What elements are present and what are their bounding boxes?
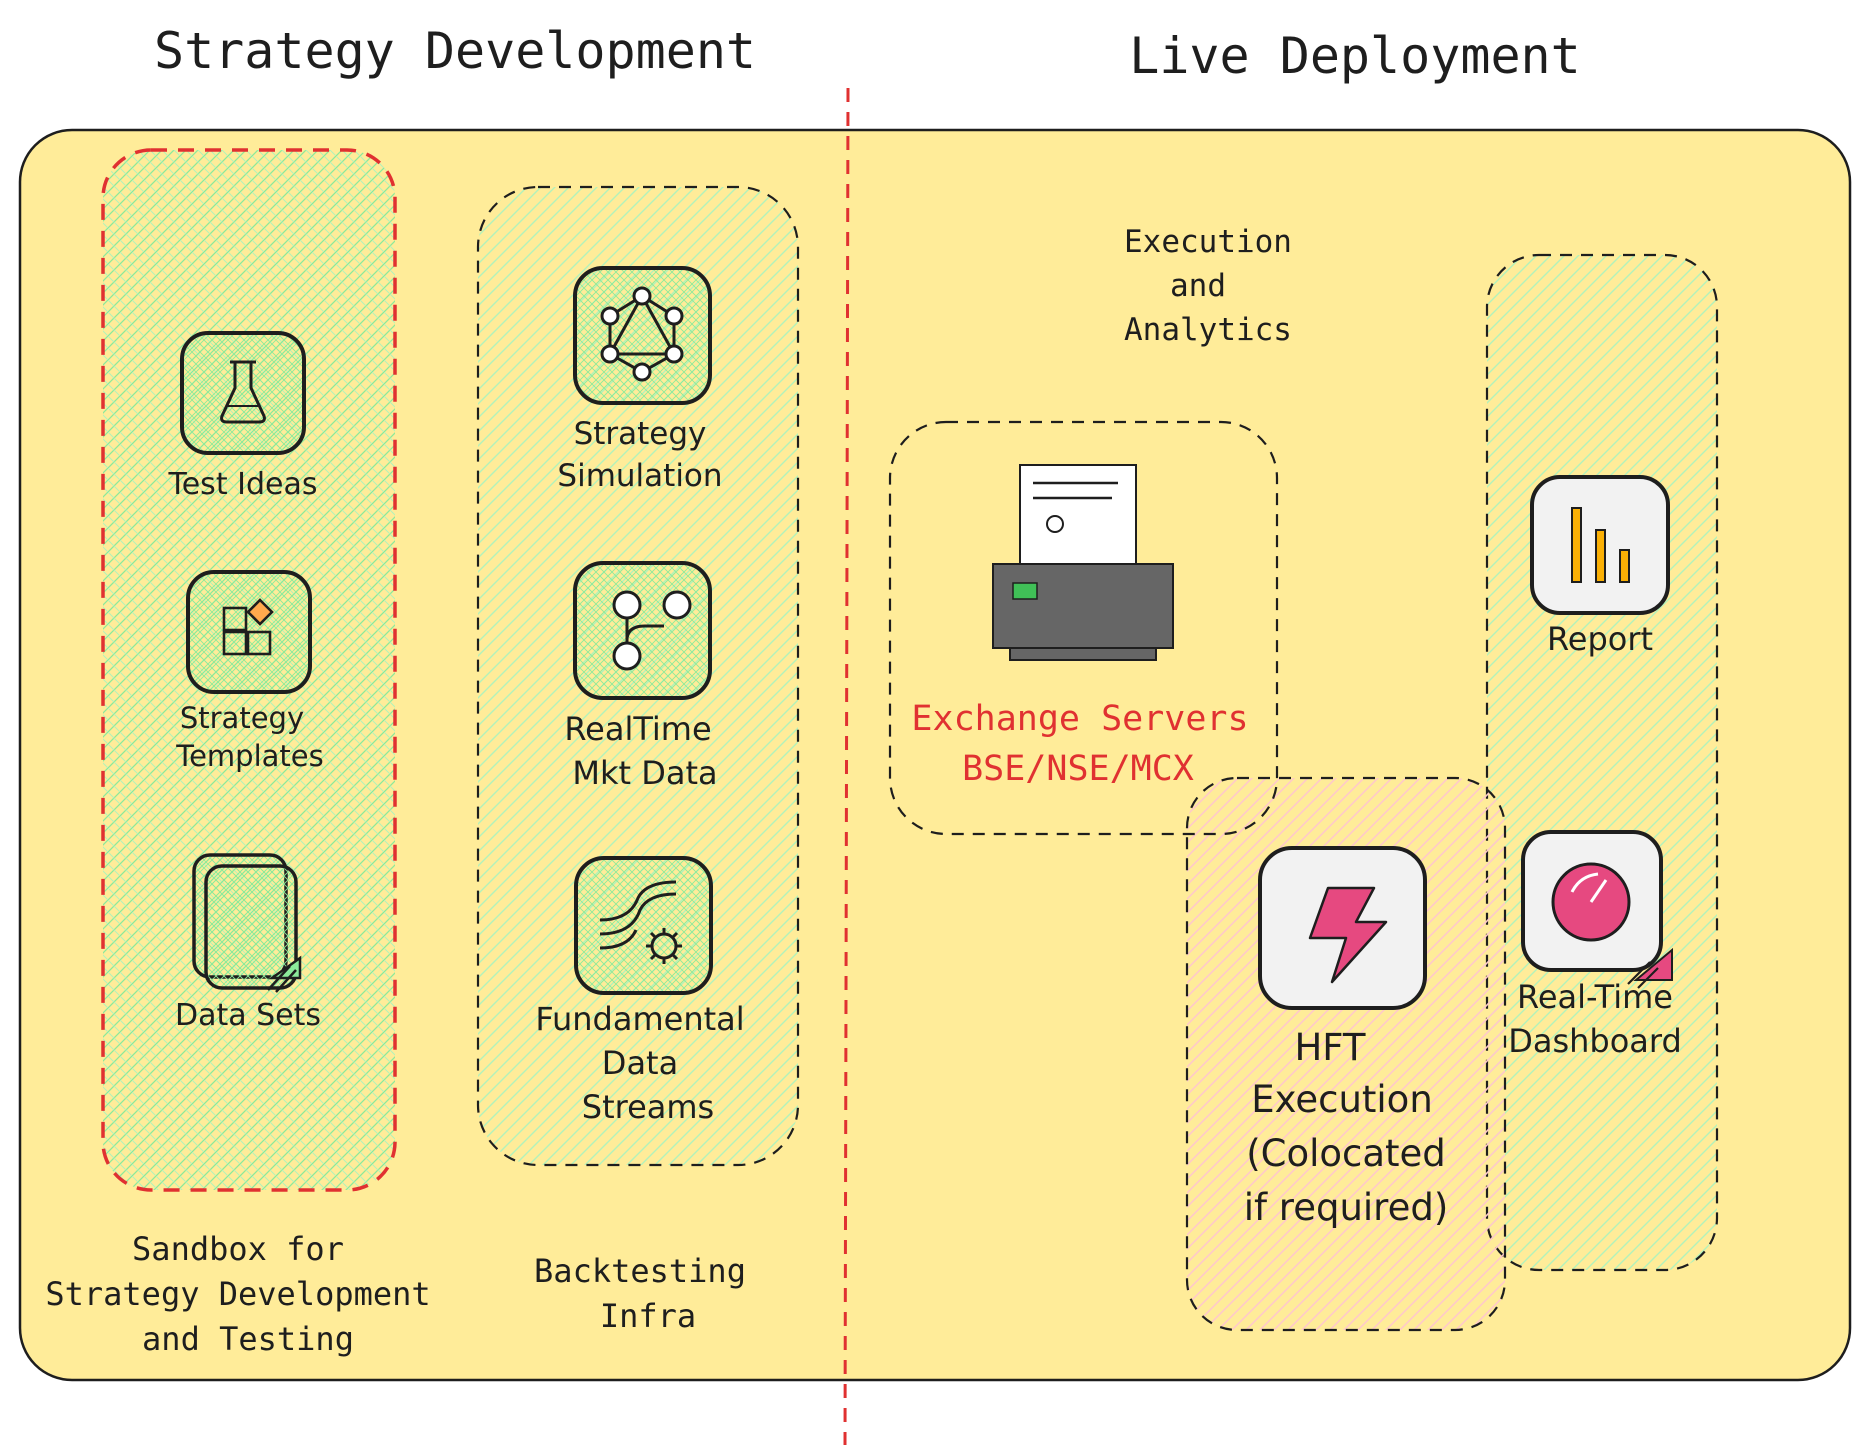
strategy-simulation-item: Strategy Simulation — [557, 266, 723, 494]
templates-icon — [222, 598, 274, 656]
hft-execution-item: HFT Execution (Colocated if required) — [1244, 846, 1449, 1229]
data-sets-label: Data Sets — [175, 998, 321, 1033]
hft-label-1: HFT — [1294, 1026, 1365, 1069]
dashboard-label-1: Real-Time — [1517, 978, 1673, 1016]
analytics-group — [1485, 253, 1719, 1272]
hft-label-4: if required) — [1244, 1186, 1449, 1229]
network-icon — [600, 286, 684, 382]
realtime-mkt-data-label-2: Mkt Data — [572, 754, 717, 792]
execution-caption-2: and — [1170, 268, 1226, 304]
sandbox-caption-3: and Testing — [142, 1320, 354, 1358]
fundamental-data-streams-item: Fundamental Data Streams — [535, 856, 745, 1126]
test-ideas-item: Test Ideas — [168, 331, 318, 502]
datasets-icon — [267, 955, 302, 993]
lightning-icon — [1308, 886, 1388, 984]
gauge-icon — [1551, 862, 1673, 989]
test-ideas-label: Test Ideas — [168, 467, 318, 502]
hft-label-2: Execution — [1251, 1078, 1433, 1121]
fundamental-label-1: Fundamental — [535, 1000, 744, 1038]
branch-icon — [612, 590, 692, 671]
data-sets-item: Data Sets — [175, 853, 321, 1033]
strategy-templates-label-1: Strategy — [180, 701, 304, 735]
execution-caption-1: Execution — [1124, 224, 1292, 260]
heading-live-deployment: Live Deployment — [1129, 27, 1581, 85]
strategy-templates-item: Strategy Templates — [175, 570, 324, 773]
strategy-simulation-label-1: Strategy — [574, 416, 707, 452]
report-item: Report — [1530, 475, 1670, 658]
streams-icon — [599, 880, 682, 964]
backtesting-caption-1: Backtesting — [534, 1252, 746, 1290]
execution-caption-3: Analytics — [1124, 312, 1292, 348]
sandbox-caption-2: Strategy Development — [45, 1275, 430, 1313]
heading-strategy-development: Strategy Development — [154, 22, 756, 80]
hft-label-3: (Colocated — [1246, 1132, 1446, 1175]
fundamental-label-2: Data — [602, 1044, 678, 1082]
strategy-templates-label-2: Templates — [175, 739, 323, 773]
exchange-servers-label: Exchange Servers — [911, 699, 1248, 739]
exchange-markets-label: BSE/NSE/MCX — [962, 749, 1194, 789]
realtime-mkt-data-label-1: RealTime — [564, 710, 711, 748]
fundamental-label-3: Streams — [582, 1088, 714, 1126]
bar-chart-icon — [1571, 507, 1630, 583]
realtime-mkt-data-item: RealTime Mkt Data — [564, 561, 718, 792]
strategy-simulation-label-2: Simulation — [557, 458, 722, 494]
flask-icon — [220, 360, 266, 424]
report-label: Report — [1547, 620, 1653, 658]
sandbox-caption-1: Sandbox for — [132, 1230, 344, 1268]
exchange-group — [888, 420, 1279, 836]
realtime-dashboard-item: Real-Time Dashboard — [1508, 830, 1682, 1060]
backtesting-caption-2: Infra — [600, 1297, 696, 1335]
server-printer-icon — [992, 464, 1174, 661]
dashboard-label-2: Dashboard — [1508, 1022, 1682, 1060]
section-divider — [843, 87, 850, 1446]
